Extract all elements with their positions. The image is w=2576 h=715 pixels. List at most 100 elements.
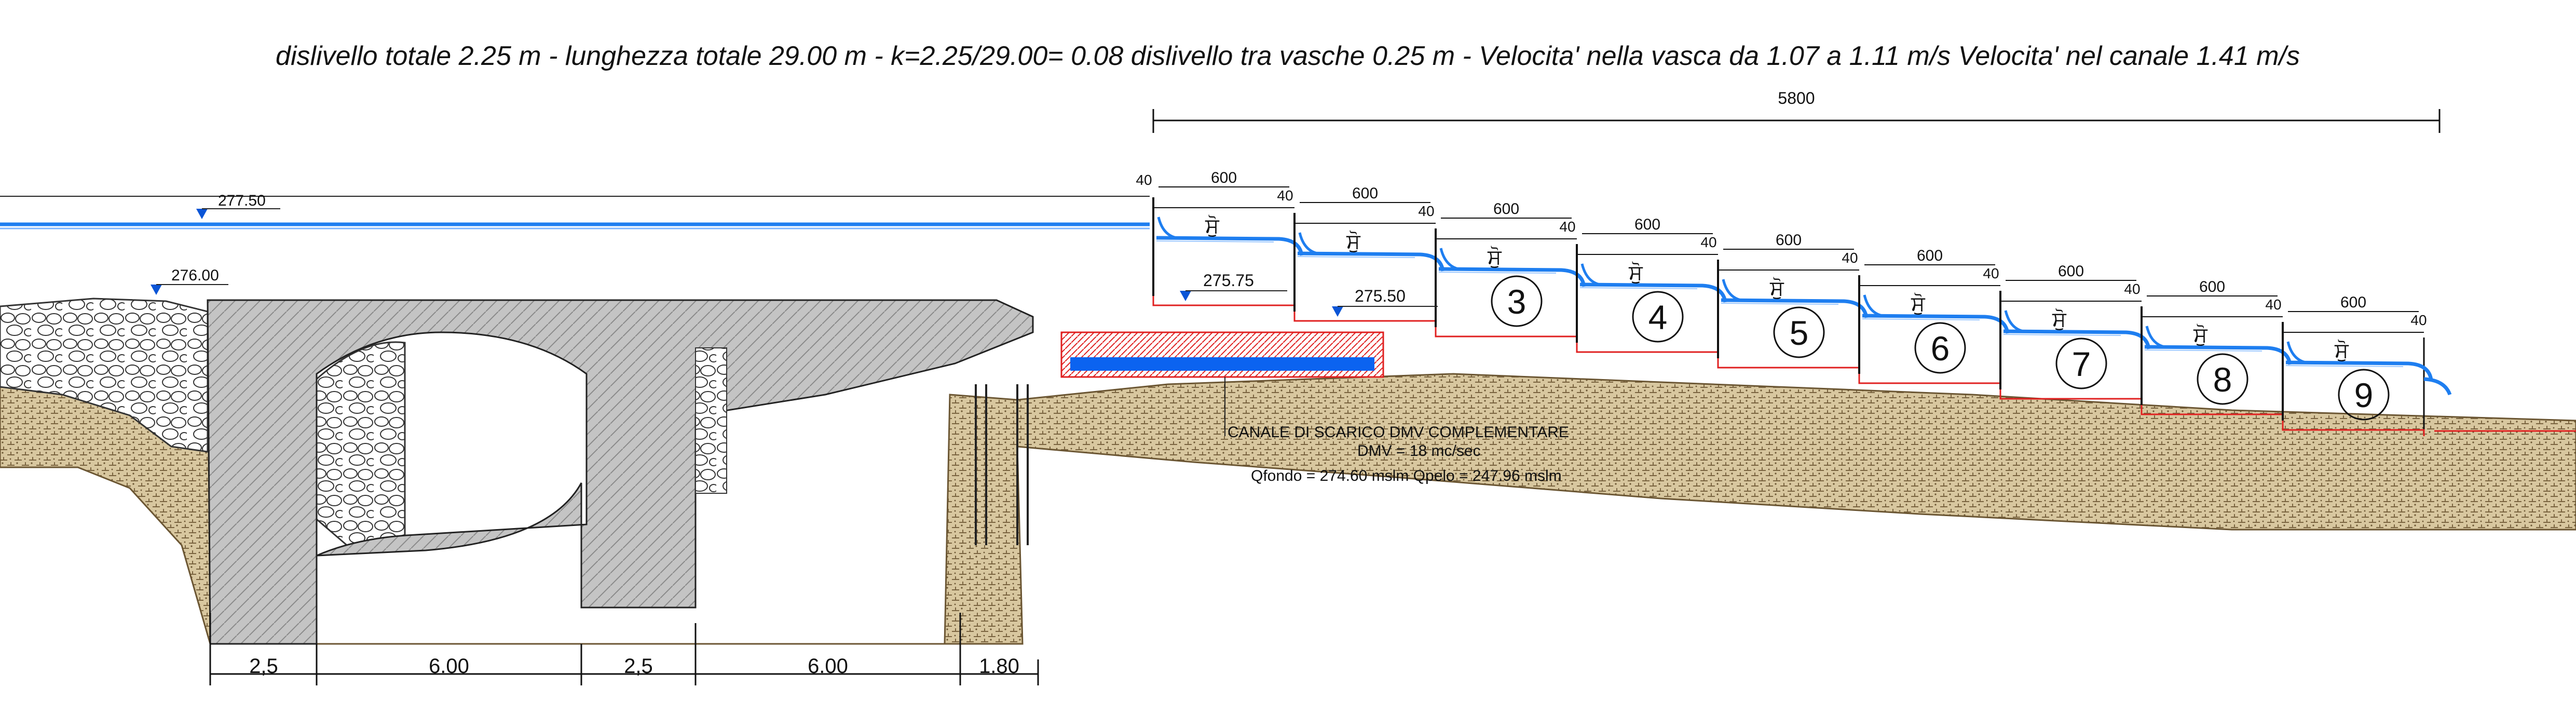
- wall-thickness-label: 40: [1700, 234, 1716, 250]
- pool-floor: [1435, 327, 1578, 343]
- overall-dimension-label: 5800: [1778, 89, 1815, 107]
- baffle-symbol: ਸੁੋ: [2334, 339, 2349, 362]
- pool-inflow: [1722, 279, 1741, 302]
- rock-fill-upstream: [0, 298, 209, 453]
- channel-title: CANALE DI SCARICO DMV COMPLEMENTARE: [1228, 424, 1569, 441]
- level-label-pool2: 275.50: [1355, 287, 1406, 305]
- dim-label-4: 6.00: [808, 655, 848, 678]
- pool-floor: [1858, 374, 2001, 389]
- baffle-symbol: ਸੁੋ: [2193, 323, 2208, 347]
- pool-water-highlight: [1721, 303, 1839, 305]
- pool-length-label: 600: [1634, 216, 1660, 233]
- pool-floor: [1152, 296, 1296, 312]
- fish-pass-pools: ਸੁੋ 600 40 ਸੁੋ 600 40 ਸੁੋ 600 40 3 ਸੁੋ 600 40 4 ਸੁੋ 600…: [1136, 169, 2576, 436]
- dmv-discharge-channel: [1060, 331, 1384, 436]
- dim-label-5: 1.80: [979, 655, 1019, 678]
- pool-number-circle: [1773, 306, 1825, 358]
- pool-length-label: 600: [1493, 200, 1519, 218]
- pool-number-circle: [2197, 353, 2248, 405]
- pool-inflow: [2004, 310, 2024, 333]
- pool-water: [1156, 236, 1304, 256]
- pool-water-highlight: [1862, 318, 1980, 320]
- soil-ground: [0, 305, 2576, 645]
- pool-number-label: 8: [2213, 360, 2232, 399]
- rock-fill-downstream: [695, 347, 727, 494]
- baffle-symbol: ਸੁੋ: [1769, 276, 1784, 300]
- wall-thickness-label: 40: [1983, 265, 1999, 281]
- wall-thickness-label: 40: [2124, 281, 2140, 297]
- pool-length-label: 600: [2058, 263, 2084, 280]
- pool-length-label: 600: [1776, 232, 1802, 249]
- level-label-pool1: 275.75: [1203, 271, 1254, 290]
- pool-water-highlight: [1438, 272, 1557, 274]
- pool-length-label: 600: [1211, 169, 1237, 186]
- channel-levels: Qfondo = 274.60 mslm Qpelo = 247.96 mslm: [1251, 467, 1562, 484]
- pool-floor: [2282, 421, 2425, 436]
- pool-inflow: [1157, 217, 1177, 239]
- pool-number-label: 5: [1790, 314, 1809, 352]
- wall-thickness-label: 40: [2265, 296, 2281, 313]
- pool-water-highlight: [2285, 365, 2404, 367]
- level-marker-pool1: 275.75: [1180, 271, 1287, 301]
- pool-water-highlight: [1297, 256, 1415, 258]
- wall-thickness-label: 40: [1559, 219, 1575, 235]
- pool-water: [1297, 251, 1445, 272]
- drawing-title: dislivello totale 2.25 m - lunghezza tot…: [276, 41, 2300, 71]
- overall-dimension-line: [1152, 109, 2441, 133]
- pool-water-highlight: [1579, 287, 1698, 289]
- dim-label-2: 6.00: [429, 655, 469, 678]
- baffle-symbol: ਸੁੋ: [1911, 292, 1926, 316]
- pool-inflow: [1580, 263, 1600, 286]
- pool-inflow: [1298, 232, 1318, 255]
- pool-water-highlight: [2144, 349, 2262, 352]
- pool-inflow: [2145, 326, 2165, 348]
- baffle-symbol: ਸੁੋ: [1346, 230, 1361, 253]
- wall-thickness-label: 40: [1418, 203, 1434, 219]
- outflow-water: [2423, 377, 2452, 396]
- wall-thickness-label: 40: [1277, 187, 1293, 204]
- baffle-symbol: ਸੁੋ: [1205, 214, 1220, 238]
- pool-number-circle: [1632, 291, 1684, 343]
- pool-inflow: [2286, 341, 2306, 364]
- pool-length-label: 600: [1352, 185, 1378, 202]
- pool-number-circle: [1914, 322, 1966, 374]
- level-label-upstream: 277.50: [218, 192, 266, 209]
- pool-number-label: 9: [2354, 376, 2374, 414]
- pool-number-label: 6: [1931, 329, 1950, 368]
- baffle-symbol: ਸੁੋ: [1487, 245, 1502, 269]
- pool-number-label: 3: [1507, 282, 1526, 321]
- level-marker-crest: 276.00: [151, 267, 228, 295]
- upstream-water: [0, 196, 1150, 230]
- pool-number-circle: [1491, 275, 1543, 327]
- pool-water-highlight: [1156, 240, 1274, 242]
- baffle-symbol: ਸੁੋ: [2052, 307, 2067, 331]
- pool-number-circle: [2338, 369, 2390, 421]
- pool-water-highlight: [2003, 334, 2121, 336]
- pool-inflow: [1863, 294, 1883, 317]
- pool-length-label: 600: [1917, 247, 1943, 264]
- pool-number-circle: [2055, 338, 2107, 389]
- dim-label-1: 2,5: [249, 655, 278, 678]
- dim-label-3: 2,5: [624, 655, 653, 678]
- pool-length-label: 600: [2199, 278, 2225, 295]
- weir-concrete-body: [207, 299, 1034, 645]
- level-marker-pool2: 275.50: [1332, 287, 1438, 317]
- wall-thickness-label: 40: [1842, 250, 1858, 266]
- channel-flow: DMV = 18 mc/sec: [1357, 442, 1481, 460]
- pool-floor: [1717, 358, 1860, 374]
- bottom-dimension-chain: [209, 613, 1039, 685]
- rock-fill-arch: [316, 341, 406, 551]
- pool-inflow: [1439, 248, 1459, 271]
- pool-number-label: 7: [2072, 345, 2091, 383]
- level-marker-upstream: 277.50: [196, 192, 280, 219]
- pool-water: [2285, 360, 2433, 381]
- baffle-symbol: ਸੁੋ: [1628, 261, 1643, 285]
- pool-floor: [1576, 343, 1719, 358]
- pool-number-label: 4: [1648, 298, 1668, 336]
- pool-length-label: 600: [2340, 294, 2366, 311]
- pool-floor: [1293, 312, 1437, 327]
- foundation-piles: [975, 384, 1029, 545]
- wall-thickness-label: 40: [1136, 172, 1152, 188]
- wall-thickness-label: 40: [2410, 312, 2427, 328]
